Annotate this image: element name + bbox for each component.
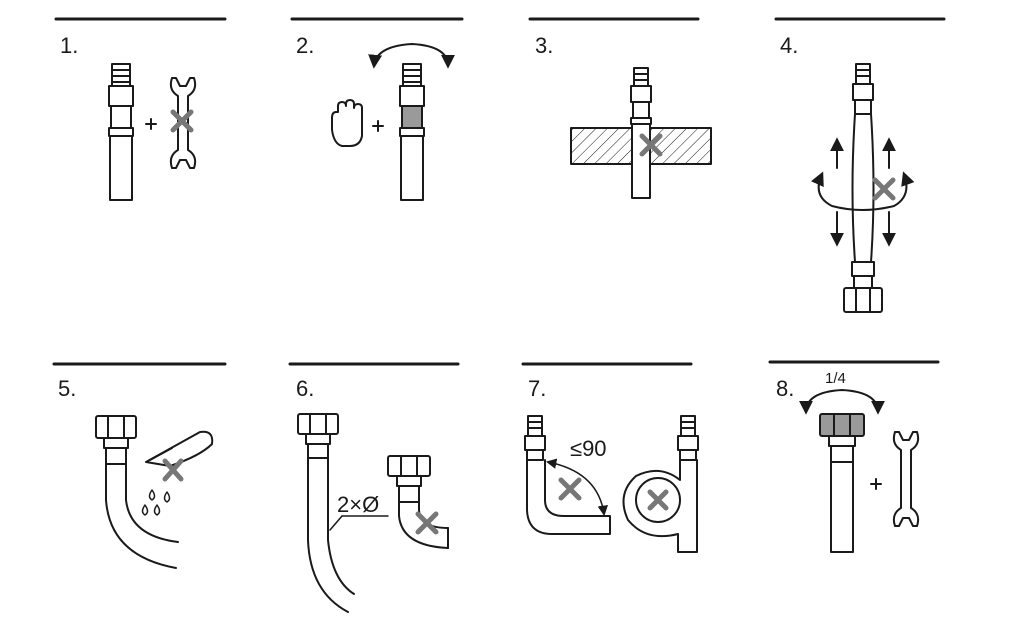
step-3-number: 3. — [535, 33, 554, 58]
diameter-leader-line — [329, 515, 389, 531]
step-8-hose-fitting — [819, 413, 865, 553]
angle-arrow-icon — [545, 458, 609, 517]
step-6-diameter-label: 2×Ø — [337, 492, 380, 517]
step-2-number: 2. — [296, 33, 315, 58]
rotate-arrow-icon — [368, 43, 455, 69]
step-4-hose — [843, 63, 883, 313]
step-7-angle-label: ≤90 — [570, 436, 607, 461]
cross-icon — [162, 458, 184, 482]
step-8-number: 8. — [776, 376, 795, 401]
cross-icon — [558, 477, 582, 501]
step-7-hose-bend — [524, 415, 611, 535]
rotate-arrow-icon — [810, 171, 915, 211]
plus-icon — [372, 120, 384, 132]
step-3-hose-fitting — [630, 67, 652, 199]
rotate-arrow-icon — [799, 389, 885, 415]
step-5-number: 5. — [58, 376, 77, 401]
step-1-hose-fitting — [108, 63, 134, 201]
step-5-hose — [95, 415, 179, 569]
plus-icon — [145, 118, 157, 130]
cross-icon — [647, 489, 669, 511]
stretch-arrow-icons — [830, 137, 896, 247]
step-4-number: 4. — [780, 33, 799, 58]
hand-icon — [331, 99, 363, 147]
cross-icon — [872, 177, 896, 201]
cross-icon — [415, 511, 439, 535]
plus-icon — [870, 478, 882, 490]
step-6-number: 6. — [296, 376, 315, 401]
step-7-number: 7. — [528, 376, 547, 401]
wrench-icon — [169, 77, 197, 169]
wrench-icon — [892, 431, 920, 527]
step-1-number: 1. — [60, 33, 79, 58]
cross-icon — [170, 109, 194, 133]
step-7-hose-loop — [622, 415, 699, 553]
step-2-hose-fitting — [399, 63, 425, 201]
cross-icon — [639, 133, 663, 157]
step-6-hose-long-bend — [297, 413, 355, 613]
step-8-turn-label: 1/4 — [825, 370, 846, 387]
section-header-lines — [52, 17, 946, 366]
water-drops-icon — [141, 489, 171, 516]
